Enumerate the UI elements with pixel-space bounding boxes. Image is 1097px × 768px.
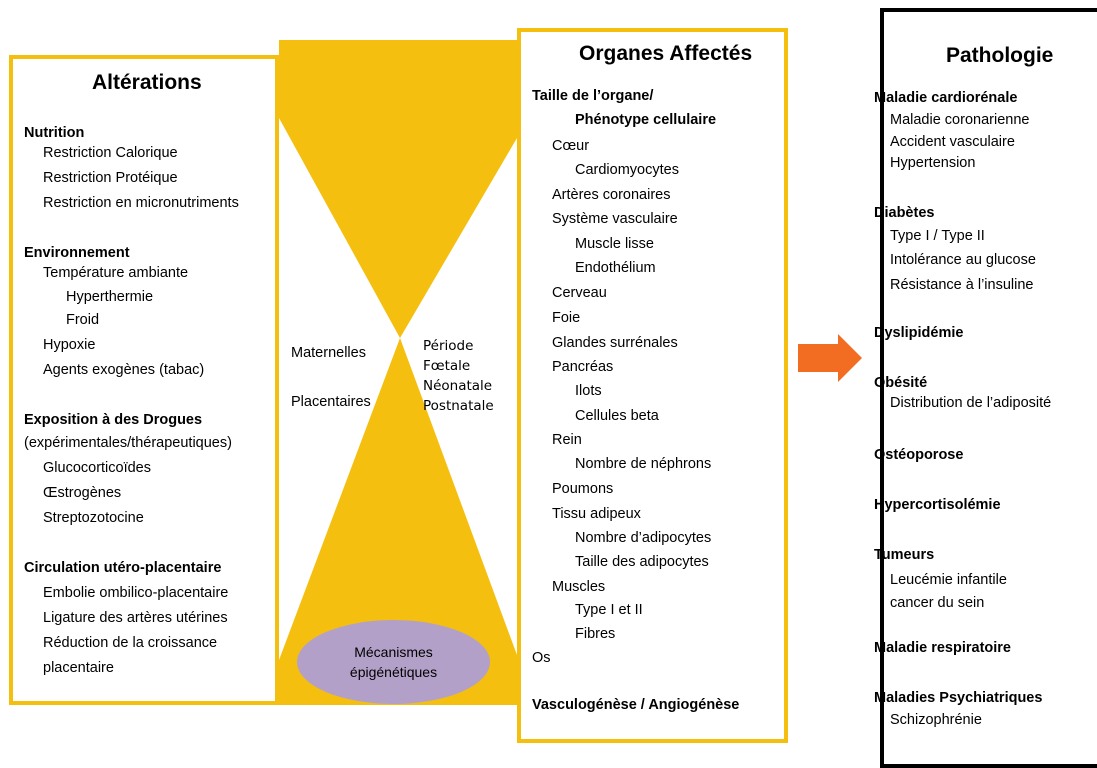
right-line-18: Schizophrénie [890,712,982,728]
right-line-2: Accident vasculaire [890,134,1015,150]
right-line-8: Dyslipidémie [874,325,964,341]
left-line-1: Restriction Calorique [43,145,178,161]
left-line-17: Ligature des artères utérines [43,610,228,626]
middle-line-9: Foie [552,310,581,326]
middle-line-7: Endothélium [575,260,656,276]
middle-line-20: Muscles [552,579,606,595]
middle-line-22: Fibres [575,626,616,642]
middle-line-1: Phénotype cellulaire [575,112,717,128]
middle-line-12: Ilots [575,383,602,399]
epigenetic-mechanisms-ellipse: Mécanismes épigénétiques [297,620,490,704]
right-line-3: Hypertension [890,155,976,171]
left-line-8: Hypoxie [43,337,96,353]
left-line-6: Hyperthermie [66,289,154,305]
left-line-12: Glucocorticoïdes [43,460,151,476]
epigenetic-line-1: Mécanismes [354,644,433,660]
affected-organs-title: Organes Affectés [579,42,753,65]
left-line-5: Température ambiante [43,265,189,281]
middle-line-17: Tissu adipeux [552,506,641,522]
alterations-title: Altérations [92,71,202,94]
left-line-3: Restriction en micronutriments [43,195,239,211]
middle-line-24: Vasculogénèse / Angiogénèse [532,697,740,713]
middle-line-5: Système vasculaire [552,211,678,227]
pathology-title: Pathologie [946,44,1054,67]
left-line-11: (expérimentales/thérapeutiques) [24,435,232,451]
right-line-7: Résistance à l’insuline [890,277,1034,293]
middle-line-13: Cellules beta [575,408,659,424]
right-line-10: Distribution de l’adiposité [890,395,1052,411]
label-foetale: Fœtale [423,358,471,374]
left-line-4: Environnement [24,245,130,261]
left-line-13: Œstrogènes [43,485,122,501]
left-line-18: Réduction de la croissance [43,635,218,651]
left-line-7: Froid [66,312,100,328]
middle-line-18: Nombre d’adipocytes [575,530,712,546]
left-line-0: Nutrition [24,125,85,141]
affected-organs-panel: Organes Affectés [517,28,788,743]
left-line-9: Agents exogènes (tabac) [43,362,205,378]
middle-line-10: Glandes surrénales [552,335,678,351]
middle-line-23: Os [532,650,551,666]
pathology-panel: Pathologie [880,8,1097,768]
epigenetic-line-2: épigénétiques [349,664,438,680]
right-line-13: Tumeurs [874,547,935,563]
label-maternelles: Maternelles [291,345,366,361]
middle-line-0: Taille de l’organe/ [532,88,654,104]
right-line-6: Intolérance au glucose [890,252,1036,268]
right-line-4: Diabètes [874,205,935,221]
label-periode: Période [423,338,474,354]
middle-line-3: Cardiomyocytes [575,162,679,178]
left-line-16: Embolie ombilico-placentaire [43,585,229,601]
left-line-19: placentaire [43,660,114,676]
middle-line-2: Cœur [552,138,590,154]
right-line-16: Maladie respiratoire [874,640,1011,656]
right-line-15: cancer du sein [890,595,985,611]
left-line-15: Circulation utéro-placentaire [24,560,222,576]
left-line-10: Exposition à des Drogues [24,412,203,428]
label-postnatale: Postnatale [423,398,494,414]
middle-line-15: Nombre de néphrons [575,456,712,472]
label-placentaires: Placentaires [291,394,371,410]
middle-line-11: Pancréas [552,359,614,375]
middle-line-4: Artères coronaires [552,187,671,203]
arrow-right-icon [798,334,862,382]
right-line-12: Hypercortisolémie [874,497,1001,513]
right-line-11: Ostéoporose [874,447,964,463]
right-line-9: Obésité [874,375,928,391]
middle-line-21: Type I et II [575,602,643,618]
right-line-1: Maladie coronarienne [890,112,1030,128]
left-line-14: Streptozotocine [43,510,144,526]
middle-line-6: Muscle lisse [575,236,654,252]
alterations-panel: Altérations [9,55,279,705]
right-line-14: Leucémie infantile [890,572,1007,588]
left-line-2: Restriction Protéique [43,170,178,186]
label-neonatale: Néonatale [423,378,493,394]
right-line-5: Type I / Type II [890,228,985,244]
middle-line-14: Rein [552,432,582,448]
middle-line-19: Taille des adipocytes [575,554,709,570]
middle-line-16: Poumons [552,481,614,497]
right-line-0: Maladie cardiorénale [874,90,1018,106]
right-line-17: Maladies Psychiatriques [874,690,1043,706]
bowtie-polygon [279,40,517,705]
middle-line-8: Cerveau [552,285,607,301]
